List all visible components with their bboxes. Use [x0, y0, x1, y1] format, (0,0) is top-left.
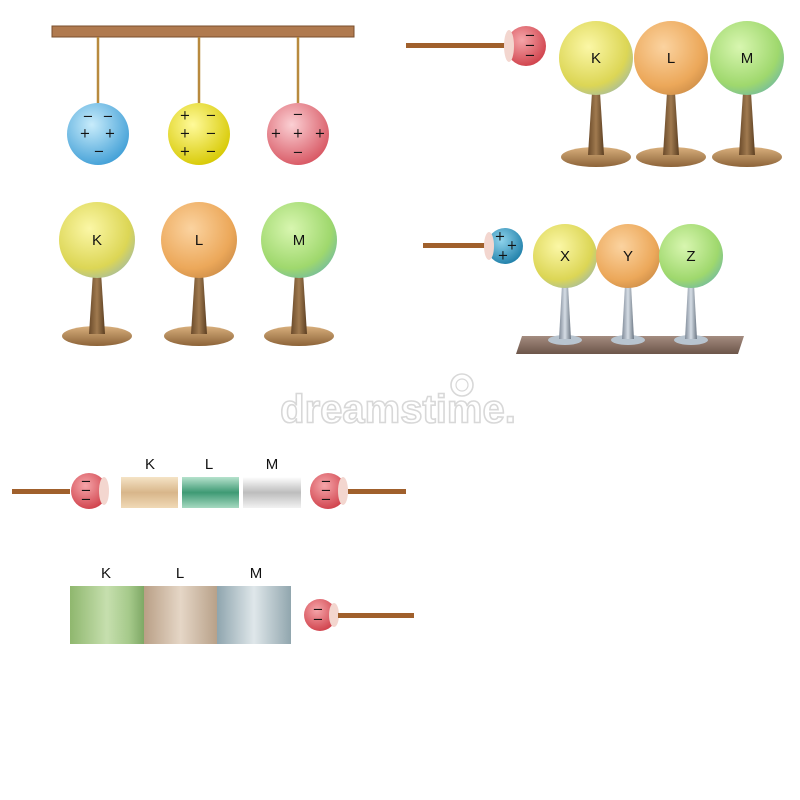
charge-sign: −	[206, 127, 217, 142]
block-k	[70, 586, 144, 644]
insulating-rod-right	[348, 489, 406, 494]
charge-sign: +	[180, 145, 191, 160]
charge-sign: −	[525, 49, 536, 64]
charge-sign: +	[507, 239, 518, 254]
sphere-label: Z	[686, 248, 695, 265]
block-label: K	[101, 565, 111, 582]
sphere-label: K	[92, 232, 102, 249]
sphere-label: X	[560, 248, 570, 265]
charge-sign: −	[206, 109, 217, 124]
bar-label: K	[145, 456, 155, 473]
hanging-support-beam	[51, 25, 355, 38]
panel-bars: − − − K L M − − −	[12, 456, 406, 509]
bar-l	[182, 477, 239, 508]
charge-sign: −	[321, 475, 332, 490]
charge-sign: −	[321, 493, 332, 508]
charge-sign: −	[525, 29, 536, 44]
stand-sphere-y: Y	[596, 224, 660, 345]
charge-sign: +	[80, 127, 91, 142]
charge-sign: −	[94, 145, 105, 160]
watermark-text: dreamstime.	[280, 388, 516, 432]
stand-sphere-k: K	[559, 21, 633, 167]
charge-sign: +	[315, 127, 326, 142]
bar-m	[243, 477, 301, 508]
charge-sign: +	[180, 127, 191, 142]
bar-k	[121, 477, 178, 508]
insulating-rod-left	[12, 489, 70, 494]
stand-sphere-m: M	[710, 21, 784, 167]
block-label: M	[250, 565, 263, 582]
sphere-label: L	[667, 50, 675, 67]
panel-blocks: K L M − −	[70, 565, 414, 644]
watermark: dreamstime.	[279, 373, 517, 432]
block-label: L	[176, 565, 184, 582]
insulating-rod	[406, 43, 506, 48]
rod-ball-negative: − −	[304, 599, 339, 631]
charge-sign: −	[321, 484, 332, 499]
stand-sphere-x: X	[533, 224, 597, 345]
sphere-label: L	[195, 232, 203, 249]
charge-sign: −	[313, 603, 324, 618]
charge-sign: −	[81, 493, 92, 508]
rod-ball-left: − − −	[71, 473, 109, 509]
insulating-rod	[423, 243, 487, 248]
bar-label: M	[266, 456, 279, 473]
hanging-sphere-3: − + + + −	[267, 103, 329, 165]
rod-ball-right: − − −	[310, 473, 348, 509]
charge-sign: −	[83, 110, 94, 125]
charge-sign: −	[293, 108, 304, 123]
charge-sign: +	[180, 109, 191, 124]
charge-sign: +	[105, 127, 116, 142]
panel-hanging-spheres: − − + + − + − + − + − − + + + −	[51, 25, 355, 165]
watermark-logo-icon	[450, 373, 474, 397]
sphere-label: M	[293, 232, 306, 249]
insulating-rod	[338, 613, 414, 618]
panel-stands: K L M	[59, 202, 337, 346]
hanging-sphere-1: − − + + −	[67, 103, 129, 165]
charge-sign: −	[206, 145, 217, 160]
stand-sphere-l: L	[161, 202, 237, 346]
hanging-sphere-2: + − + − + −	[168, 103, 230, 165]
charge-sign: +	[495, 230, 506, 245]
rod-ball-positive: + + +	[484, 228, 523, 264]
sphere-label: K	[591, 50, 601, 67]
bar-label: L	[205, 456, 213, 473]
charge-sign: −	[81, 484, 92, 499]
stand-sphere-m: M	[261, 202, 337, 346]
stand-sphere-k: K	[59, 202, 135, 346]
rod-ball-negative: − − −	[504, 26, 546, 66]
charge-sign: −	[103, 110, 114, 125]
stand-sphere-l: L	[634, 21, 708, 167]
charge-sign: −	[293, 146, 304, 161]
charge-sign: +	[293, 127, 304, 142]
charge-sign: +	[498, 249, 509, 264]
block-l	[144, 586, 217, 644]
panel-stands-with-rod: − − − K L M	[406, 21, 784, 167]
charge-sign: −	[313, 613, 324, 628]
sphere-label: Y	[623, 248, 633, 265]
sphere-label: M	[741, 50, 754, 67]
charge-sign: +	[271, 127, 282, 142]
block-m	[217, 586, 291, 644]
charge-sign: −	[81, 475, 92, 490]
panel-xyz: + + + X Y Z	[423, 224, 744, 354]
charge-sign: −	[525, 39, 536, 54]
stand-sphere-z: Z	[659, 224, 723, 345]
